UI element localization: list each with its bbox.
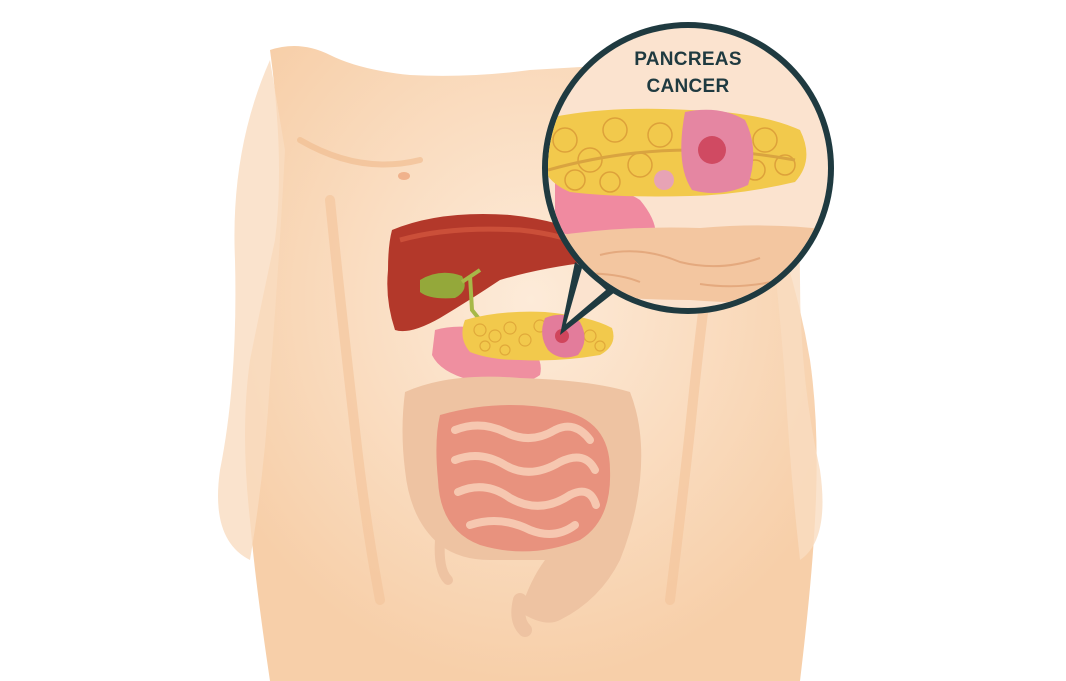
magnified-tumor-core (698, 136, 726, 164)
side-contour-left (325, 195, 385, 605)
left-arm (218, 60, 285, 560)
gallbladder (420, 268, 482, 322)
callout-magnifier (542, 22, 834, 314)
small-intestine (436, 405, 611, 552)
nipple (398, 172, 410, 180)
rectum (511, 593, 532, 637)
pancreas-tumor-core (555, 329, 569, 343)
pancreas (462, 311, 614, 361)
callout-pointer-inner (566, 268, 606, 324)
tumor-nodule (654, 170, 674, 190)
colon-tail (434, 535, 453, 585)
chest-contour (297, 137, 423, 168)
